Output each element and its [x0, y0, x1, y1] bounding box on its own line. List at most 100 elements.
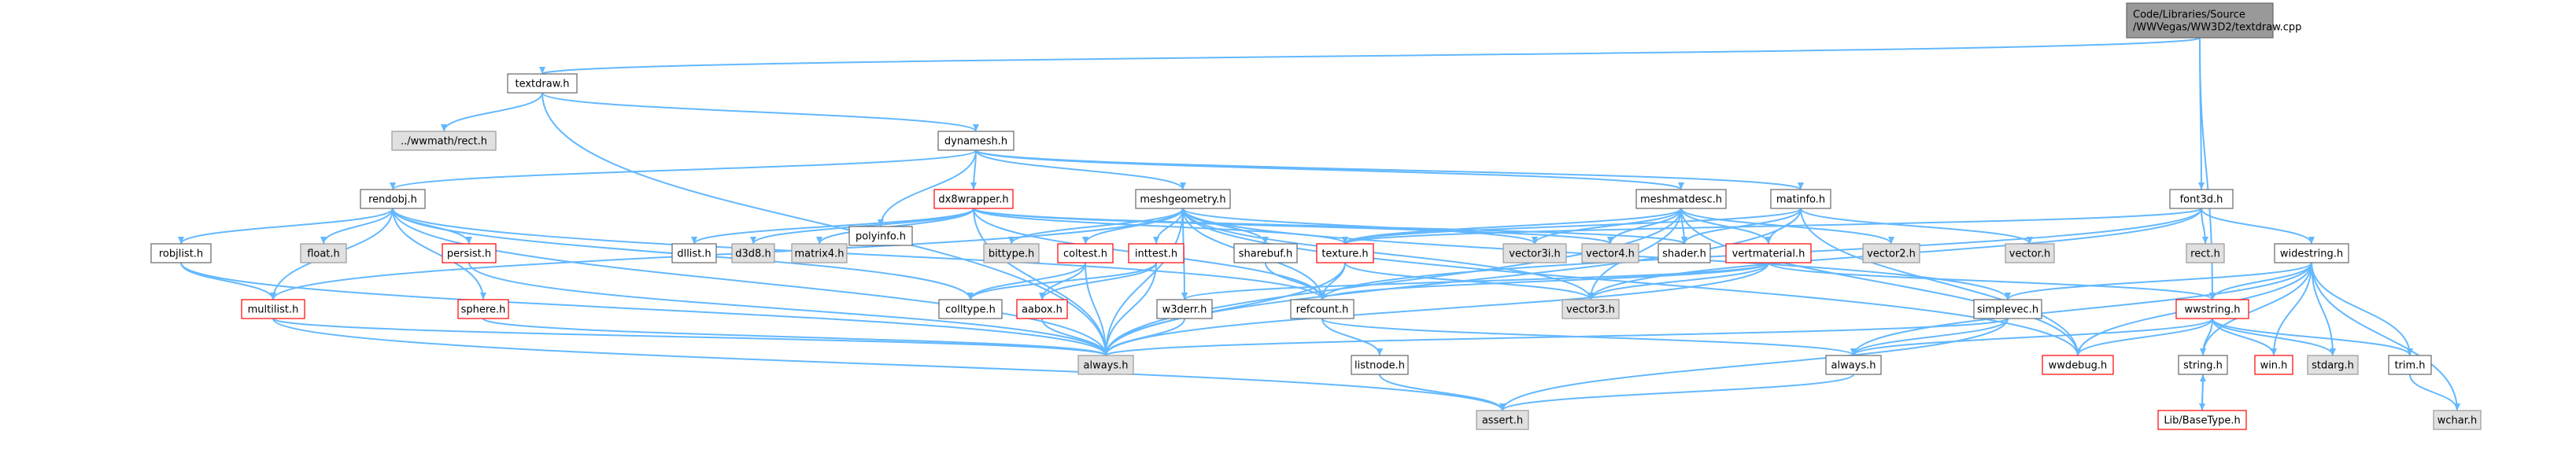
node-label: matrix4.h: [794, 249, 844, 260]
edge-rendobj-to-always_main: [392, 208, 1109, 356]
node-stdarg[interactable]: stdarg.h: [2307, 355, 2359, 375]
node-rect[interactable]: rect.h: [2186, 243, 2225, 263]
node-vector[interactable]: vector.h: [2005, 243, 2055, 263]
node-label: dllist.h: [677, 249, 711, 260]
edge-vertmaterial-to-vector3: [1587, 262, 1769, 300]
node-label: stdarg.h: [2312, 360, 2354, 372]
node-root[interactable]: Code/Libraries/Source/WWVegas/WW3D2/text…: [2126, 2, 2301, 39]
edge-dynamesh-to-meshgeometry: [975, 149, 1186, 190]
node-label: assert.h: [1482, 415, 1523, 427]
node-dx8wrapper[interactable]: dx8wrapper.h: [933, 189, 1014, 209]
node-bittype[interactable]: bittype.h: [983, 243, 1040, 263]
node-box: [1316, 243, 1374, 263]
node-label: ../wwmath/rect.h: [401, 136, 487, 148]
node-rendobj[interactable]: rendobj.h: [360, 189, 426, 209]
node-texture[interactable]: texture.h: [1316, 243, 1374, 263]
node-box: [2186, 243, 2225, 263]
node-box: [938, 299, 1003, 319]
edge-font3d-to-widestring: [2201, 208, 2315, 245]
node-box: [1770, 189, 1831, 209]
node-vector3[interactable]: vector3.h: [1561, 299, 1620, 319]
node-dynamesh[interactable]: dynamesh.h: [937, 131, 1015, 151]
edge-listnode-to-assert: [1379, 374, 1506, 411]
edge-matinfo-to-wwdebug: [1800, 208, 2081, 356]
node-vertmaterial[interactable]: vertmaterial.h: [1725, 243, 1812, 263]
node-d3d8[interactable]: d3d8.h: [731, 243, 775, 263]
node-win[interactable]: win.h: [2254, 355, 2293, 375]
node-label: simplevec.h: [1977, 304, 2038, 316]
node-label: trim.h: [2394, 360, 2425, 372]
node-wchar[interactable]: wchar.h: [2433, 410, 2482, 430]
node-box: [1476, 410, 1529, 430]
node-persist[interactable]: persist.h: [442, 243, 497, 263]
node-polyinfo[interactable]: polyinfo.h: [848, 226, 913, 246]
node-label: wchar.h: [2437, 415, 2478, 427]
node-matrix4[interactable]: matrix4.h: [791, 243, 848, 263]
node-inttest[interactable]: inttest.h: [1128, 243, 1185, 263]
node-box: [1077, 355, 1134, 375]
node-simplevec[interactable]: simplevec.h: [1973, 299, 2042, 319]
node-always2[interactable]: always.h: [1825, 355, 1882, 375]
edge-meshmatdesc-to-always_main: [1103, 208, 1682, 356]
node-sharebuf[interactable]: sharebuf.h: [1233, 243, 1298, 263]
node-label: vector3.h: [1566, 304, 1615, 316]
edge-rendobj-to-sphere: [392, 208, 486, 300]
node-robjlist[interactable]: robjlist.h: [150, 243, 212, 263]
node-vector4[interactable]: vector4.h: [1581, 243, 1639, 263]
node-assert[interactable]: assert.h: [1476, 410, 1529, 430]
edge-font3d-to-texture: [1342, 208, 2202, 245]
node-label: robjlist.h: [159, 249, 203, 260]
node-meshgeometry[interactable]: meshgeometry.h: [1135, 189, 1231, 209]
node-basetype[interactable]: Lib/BaseType.h: [2157, 410, 2247, 430]
edge-textdraw-to-wwmathrect: [441, 92, 543, 132]
node-label: Lib/BaseType.h: [2164, 415, 2240, 427]
node-label: aabox.h: [1022, 304, 1063, 316]
node-label: vector3i.h: [1509, 249, 1561, 260]
node-listnode[interactable]: listnode.h: [1351, 355, 1409, 375]
node-box: [2388, 355, 2432, 375]
node-box: [2157, 410, 2247, 430]
edge-inttest-to-colltype: [967, 262, 1157, 300]
node-textdraw[interactable]: textdraw.h: [507, 73, 578, 94]
node-label: dynamesh.h: [944, 136, 1007, 148]
node-font3d[interactable]: font3d.h: [2169, 189, 2234, 209]
node-refcount[interactable]: refcount.h: [1290, 299, 1355, 319]
node-widestring[interactable]: widestring.h: [2274, 243, 2349, 263]
node-trim[interactable]: trim.h: [2388, 355, 2432, 375]
node-shader[interactable]: shader.h: [1658, 243, 1711, 263]
node-box: [507, 73, 578, 94]
node-label: vector4.h: [1586, 249, 1635, 260]
node-box: [360, 189, 426, 209]
node-dllist[interactable]: dllist.h: [671, 243, 717, 263]
node-coltest[interactable]: coltest.h: [1057, 243, 1114, 263]
node-wwdebug[interactable]: wwdebug.h: [2042, 355, 2114, 375]
node-box: [1581, 243, 1639, 263]
node-colltype[interactable]: colltype.h: [938, 299, 1003, 319]
node-box: [1658, 243, 1711, 263]
node-float[interactable]: float.h: [300, 243, 347, 263]
edge-widestring-to-simplevec: [2005, 262, 2312, 300]
edge-dynamesh-to-rendobj: [390, 149, 977, 190]
node-wwstring[interactable]: wwstring.h: [2175, 299, 2249, 319]
node-label: always.h: [1083, 360, 1128, 372]
node-aabox[interactable]: aabox.h: [1016, 299, 1068, 319]
node-box: [442, 243, 497, 263]
node-always_main[interactable]: always.h: [1077, 355, 1134, 375]
edge-rendobj-to-float: [320, 208, 394, 245]
node-vector3i[interactable]: vector3i.h: [1502, 243, 1567, 263]
edge-persist-to-always_main: [468, 262, 1109, 356]
node-sphere[interactable]: sphere.h: [457, 299, 509, 319]
node-vector2[interactable]: vector2.h: [1862, 243, 1920, 263]
edge-sphere-to-always_main: [482, 318, 1109, 356]
edge-meshmatdesc-to-texture: [1342, 208, 1682, 245]
node-matinfo[interactable]: matinfo.h: [1770, 189, 1831, 209]
node-w3derr[interactable]: w3derr.h: [1156, 299, 1213, 319]
node-wwmathrect[interactable]: ../wwmath/rect.h: [391, 131, 497, 151]
node-meshmatdesc[interactable]: meshmatdesc.h: [1635, 189, 1727, 209]
edge-always2-to-assert: [1499, 374, 1854, 411]
node-string[interactable]: string.h: [2178, 355, 2228, 375]
node-multilist[interactable]: multilist.h: [241, 299, 305, 319]
node-box: [2126, 2, 2274, 39]
edge-meshmatdesc-to-wwdebug: [1680, 208, 2081, 356]
